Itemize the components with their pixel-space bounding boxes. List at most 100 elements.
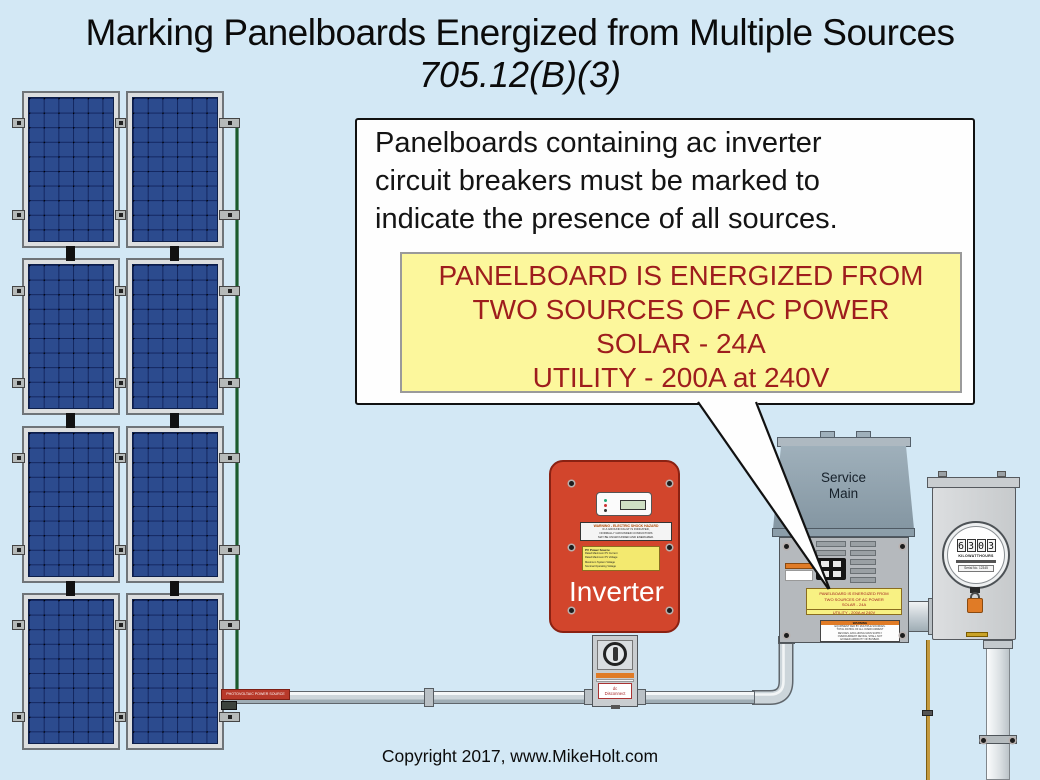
panel-orange-sticker [785,563,813,569]
disconnect-trim [596,679,634,682]
meter-serial: Serial No. 12345 [958,564,994,572]
mounting-bracket [115,210,126,220]
mounting-bracket [219,286,240,296]
mounting-bracket [219,712,240,722]
panel-warning-text: EQUIPMENT FED BY MULTIPLE SOURCES.TOTAL … [821,625,899,641]
screw-icon [667,545,672,550]
inverter-lcd [620,500,646,510]
mounting-bracket [115,286,126,296]
panel-row-connector [66,581,75,596]
meter-scale-bar [956,560,996,563]
solar-panel [126,258,224,415]
mounting-bracket [12,378,25,388]
solar-panel [126,593,224,750]
meter-digit: 0 [976,539,986,552]
breaker-slot [850,541,876,547]
meter-riser-conduit [986,640,1010,780]
inverter-spec-label: PV Power Source Rated Maximum PV Current… [582,546,660,571]
mounting-bracket [219,453,240,463]
screw-icon [784,544,789,549]
screw-icon [981,737,986,743]
label-line: Disconnect [604,691,626,697]
panel-warning-label: WARNING EQUIPMENT FED BY MULTIPLE SOURCE… [820,620,900,642]
label-line: dc [612,686,618,691]
breaker-handle-icon [833,561,841,567]
mounting-bracket [219,620,240,630]
screw-icon [1010,737,1015,743]
meter-bolt-icon [997,471,1006,477]
disconnect-rotary-switch [603,642,627,666]
label-line: MAY BE UNGROUNDED AND ENERGIZED. [598,535,654,539]
label-line: indicate the presence of all sources. [375,203,838,235]
meter-hasp [970,587,980,593]
mounting-bracket [115,712,126,722]
solar-panel [22,426,120,583]
breaker-handle-icon [833,571,841,577]
panel-row-connector [170,413,179,428]
solar-panel [22,593,120,750]
switch-handle-icon [613,647,618,661]
solar-panel [126,426,224,583]
disconnect-drain [611,705,620,709]
solar-panel-cells [28,432,114,577]
meter-tag-slot [966,632,988,637]
breaker-handle-icon [821,571,829,577]
breaker-handle-icon [821,561,829,567]
mounting-bracket [12,286,25,296]
meter-units: KILOWATTHOURS [958,554,994,558]
pv-source-label: PHOTOVOLTAIC POWER SOURCE [221,689,290,700]
mounting-bracket [12,620,25,630]
label-line: IF A GROUND FAULT IS INDICATED, [602,527,650,532]
solar-panel-cells [28,97,114,242]
copyright: Copyright 2017, www.MikeHolt.com [381,746,659,766]
conduit-strap [979,735,1017,744]
mounting-bracket [115,453,126,463]
label-line: TOTAL RATING OF ALL OVERCURRENT [836,628,884,632]
mounting-bracket [12,712,25,722]
label-line: EXCEED AMPACITY OF BUSBAR. [840,638,880,642]
indicator-led-icon [604,509,607,512]
label-line: PANELBOARD IS ENERGIZED FROM [819,591,889,596]
ac-conduit-elbow [752,638,792,704]
label-line: TWO SOURCES OF AC POWER [472,294,890,325]
mounting-bracket [219,210,240,220]
solar-panel-cells [28,599,114,744]
inverter-spec-title: PV Power Source [585,548,610,552]
inverter-breaker-2pole [816,558,846,580]
cover-bottom-rim [772,528,915,537]
meter-digit: 3 [986,539,996,552]
screw-icon [569,608,574,613]
inverter-warning-title: WARNING - ELECTRIC SHOCK HAZARD [593,524,659,528]
meter-digit: 3 [966,539,976,552]
breaker-slot [816,550,846,556]
mounting-bracket [219,378,240,388]
label-line: TWO SOURCES OF AC POWER [824,596,884,602]
solar-panel [126,91,224,248]
inverter-warning-label: WARNING - ELECTRIC SHOCK HAZARD IF A GRO… [580,522,672,541]
breaker-slot [850,568,876,574]
mounting-bracket [115,118,126,128]
label-line: Maximum System Voltage [585,560,615,564]
screw-icon [784,633,789,638]
solar-panel-cells [132,599,218,744]
mounting-bracket [12,545,25,555]
label-line: UTILITY - 200A at 240V [807,608,901,614]
inverter-name: Inverter [569,576,664,607]
pv-wire-connector [221,701,237,710]
panel-row-connector [66,246,75,261]
label-line: circuit breakers must be marked to [375,165,820,197]
mounting-bracket [115,378,126,388]
label-line: DEVICES, EXCLUDING MAIN SUPPLY [837,631,883,635]
